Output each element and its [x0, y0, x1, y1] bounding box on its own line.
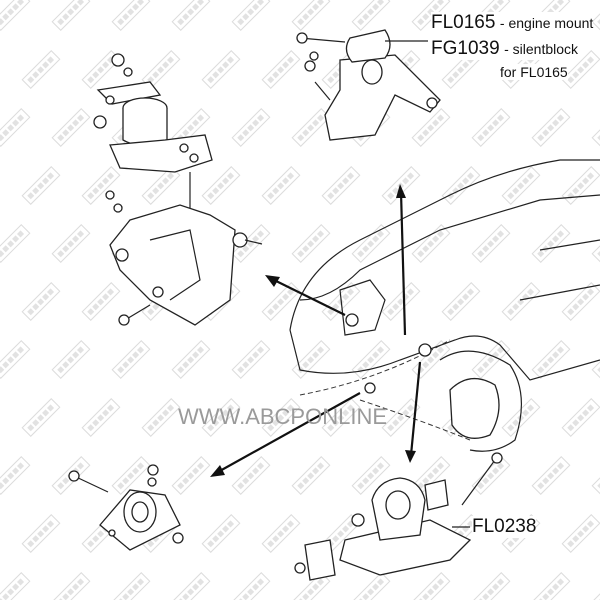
part-description: - engine mount [499, 15, 594, 31]
part-code: FL0238 [472, 516, 537, 537]
website-watermark: WWW.ABCPONLINE [178, 404, 388, 429]
callout-fg1039: FG1039 - silentblock [431, 38, 579, 60]
engine-mount-fl0238 [294, 452, 503, 581]
pointer-arrows [210, 184, 422, 477]
mount-bottom-left [68, 464, 184, 551]
part-description-line2: for FL0165 [500, 64, 568, 80]
car-body-outline [289, 159, 600, 452]
part-code: FG1039 [431, 38, 500, 59]
engine-mount-top-left [93, 53, 213, 173]
callout-fl0238: FL0238 [472, 516, 537, 538]
callout-fl0165: FL0165 - engine mount [431, 12, 594, 34]
engine-mount-fl0165 [296, 29, 441, 141]
mount-bracket-left [105, 172, 263, 326]
part-code: FL0165 [431, 12, 496, 33]
part-description: - silentblock [504, 41, 579, 57]
